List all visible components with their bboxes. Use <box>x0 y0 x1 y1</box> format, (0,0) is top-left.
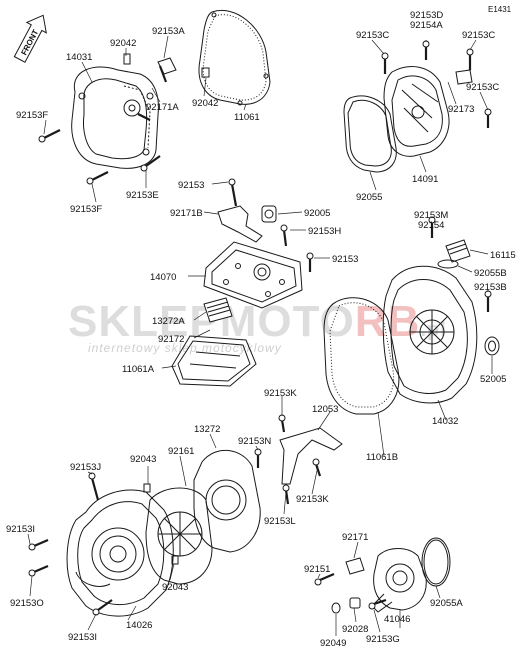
cap-16115 <box>437 239 471 269</box>
label-92153n: 92153N <box>238 436 271 447</box>
label-92153i-a: 92153I <box>6 524 35 535</box>
label-92153g: 92153G <box>366 634 400 645</box>
label-14026: 14026 <box>126 620 152 631</box>
label-41046: 41046 <box>384 614 410 625</box>
label-92055b: 92055B <box>474 268 507 279</box>
watermark-part1: SKLEP <box>68 297 220 346</box>
label-92153c-b: 92153C <box>462 30 495 41</box>
bolts-middle <box>280 224 314 272</box>
cover-92161 <box>145 487 213 585</box>
label-92042-b: 92042 <box>192 98 218 109</box>
watermark: SKLEPMOTORB.pl internetowy sklep motocyk… <box>68 297 447 355</box>
bolt-92153n <box>254 448 262 468</box>
label-92151: 92151 <box>304 564 330 575</box>
label-92153c-c: 92153C <box>466 82 499 93</box>
bolts-top-right <box>381 40 492 128</box>
pickup-41046 <box>371 548 427 613</box>
label-92154a: 92154A <box>410 20 443 31</box>
seal-52005 <box>484 336 500 356</box>
plate-14070 <box>203 241 303 309</box>
label-52005: 52005 <box>480 374 506 385</box>
label-92043-b: 92043 <box>162 582 188 593</box>
label-11061: 11061 <box>234 112 260 123</box>
grommet-92171 <box>345 557 365 575</box>
label-92153f-a: 92153F <box>16 110 48 121</box>
label-14091: 14091 <box>412 174 438 185</box>
label-92153a: 92153A <box>152 26 185 37</box>
gasket-11061a <box>171 335 257 387</box>
gasket-92055 <box>343 95 397 173</box>
cover-14026 <box>66 489 174 617</box>
label-92153c-a: 92153C <box>356 30 389 41</box>
label-92153m: 92153M <box>414 210 448 221</box>
collar-92028 <box>331 597 361 614</box>
bracket-12053 <box>278 414 343 505</box>
cover-14091 <box>383 66 450 157</box>
plug-92005 <box>261 205 277 223</box>
label-92153h: 92153H <box>308 226 341 237</box>
label-12053: 12053 <box>312 404 338 415</box>
label-92153j: 92153J <box>70 462 101 473</box>
label-92154: 92154 <box>418 220 444 231</box>
label-11061b: 11061B <box>366 452 398 463</box>
bolts-right <box>428 216 492 312</box>
label-92153l: 92153L <box>264 516 296 527</box>
label-92005: 92005 <box>304 208 330 219</box>
label-92153k-b: 92153K <box>296 494 329 505</box>
label-92171a: 92171A <box>146 102 179 113</box>
label-13272: 13272 <box>194 424 220 435</box>
label-92043-a: 92043 <box>130 454 156 465</box>
label-92173: 92173 <box>448 104 474 115</box>
label-92153d: 92153D <box>410 10 443 21</box>
label-92153f-b: 92153F <box>70 204 102 215</box>
gasket-11061 <box>198 10 271 106</box>
label-92153k-a: 92153K <box>264 388 297 399</box>
label-92049: 92049 <box>320 638 346 648</box>
label-14032: 14032 <box>432 416 458 427</box>
label-16115: 16115 <box>490 250 516 261</box>
strainer-13272a <box>203 297 233 323</box>
bolts-top-left <box>38 53 210 185</box>
label-11061a: 11061A <box>122 364 155 375</box>
oring-92055a <box>421 537 451 587</box>
label-92171: 92171 <box>342 532 368 543</box>
label-92055a: 92055A <box>430 598 463 609</box>
label-13272a: 13272A <box>152 316 185 327</box>
label-92153-a: 92153 <box>178 180 204 191</box>
front-arrow-icon: FRONT <box>13 14 47 63</box>
label-92153o: 92153O <box>10 598 44 609</box>
label-92028: 92028 <box>342 624 368 635</box>
label-92161: 92161 <box>168 446 194 457</box>
label-92153-b: 92153 <box>332 254 358 265</box>
label-92153i-b: 92153I <box>68 632 97 643</box>
label-92171b: 92171B <box>170 208 203 219</box>
label-92153e: 92153E <box>126 190 159 201</box>
gasket-11061b <box>323 297 400 415</box>
bolts-bottom-left <box>28 472 179 616</box>
watermark-part2: MOTO <box>220 297 355 346</box>
svg-text:SKLEPMOTORB.pl: SKLEPMOTORB.pl <box>68 297 447 346</box>
cover-14031 <box>71 66 159 169</box>
label-92172: 92172 <box>158 334 184 345</box>
label-14070: 14070 <box>150 272 176 283</box>
diagram-id: E1431 <box>488 5 512 14</box>
cover-14032 <box>382 265 478 404</box>
label-92042-a: 92042 <box>110 38 136 49</box>
label-92153b: 92153B <box>474 282 507 293</box>
leader-lines <box>27 35 493 636</box>
gasket-13272 <box>193 449 261 553</box>
label-92055: 92055 <box>356 192 382 203</box>
label-14031: 14031 <box>66 52 92 63</box>
bolts-bottom-right <box>314 572 387 610</box>
bracket-92171b <box>217 178 263 243</box>
part-labels: 14031 92042 92153A 92153F 92171A 92042 1… <box>6 10 516 648</box>
